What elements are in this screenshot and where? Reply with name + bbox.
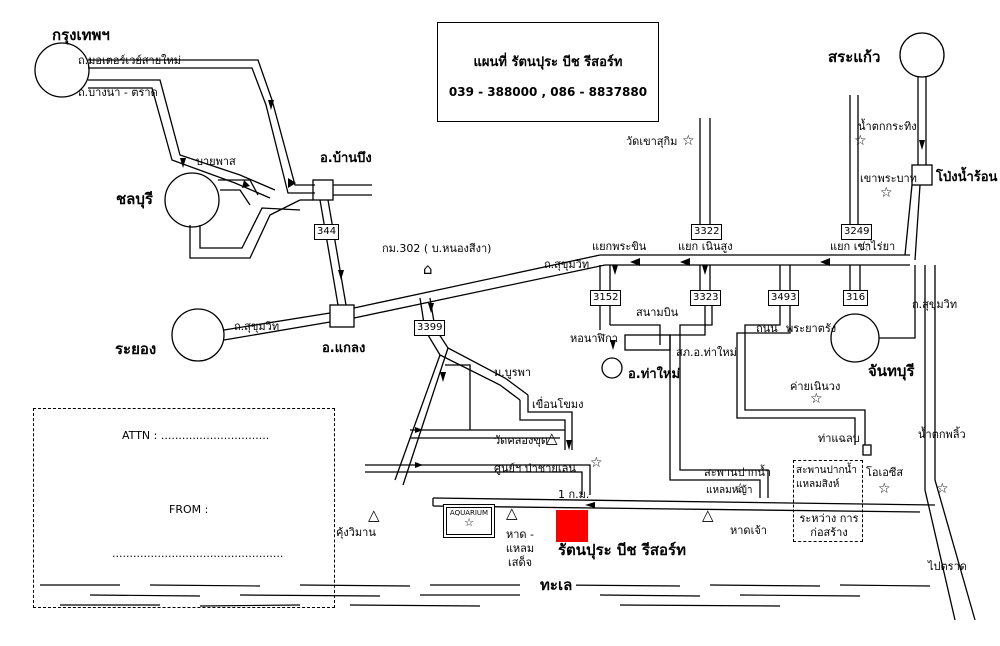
km302-temple-icon: ⌂ — [423, 260, 433, 278]
one-km-label: 1 ก.ม. — [558, 488, 590, 501]
resort-label: รัตนปุระ บีช รีสอร์ท — [558, 541, 686, 559]
oasis-label: โอเอซีส — [866, 466, 904, 479]
title-box: แผนที่ รัตนปุระ บีช รีสอร์ท 039 - 388000… — [437, 22, 659, 122]
ban-bueng-junction — [312, 179, 334, 201]
hat-chao-label: หาดเจ้า — [730, 524, 767, 537]
noen-wong-star-icon: ☆ — [810, 391, 823, 407]
khung-wiman-beach-icon: △ — [368, 506, 380, 524]
laem-sadet-beach-icon: △ — [506, 504, 518, 522]
construction-box — [793, 460, 863, 542]
bangna-label: ถ.บางนา - ตราด — [78, 86, 158, 99]
bangna-road — [88, 79, 276, 191]
pong-nam-ron-label: โป่งน้ำร้อน — [936, 170, 998, 185]
laem-ya-label: แหลมหญ้า — [706, 485, 753, 496]
bangkok-label: กรุงเทพฯ — [52, 26, 110, 44]
ho-nalika-label: หอนาฬิกา — [570, 332, 618, 345]
to-trat-label: ไปตราด — [928, 560, 967, 573]
phlio-star-icon: ☆ — [936, 481, 949, 497]
bangkok-circle — [34, 42, 90, 98]
tha-chaeloeb-label: ท่าแฉลบ — [818, 432, 860, 445]
chanthaburi-label: จันทบุรี — [868, 362, 915, 380]
chonburi-label: ชลบุรี — [116, 190, 153, 208]
route-3399: 3399 — [414, 320, 446, 336]
phraya-trang-label: พระยาตรัง — [786, 322, 837, 335]
sakaeo-label: สระแก้ว — [828, 48, 881, 66]
m-burapha-label: ม.บูรพา — [494, 366, 532, 379]
map-title: แผนที่ รัตนปุระ บีช รีสอร์ท — [473, 55, 623, 70]
rayong-label: ระยอง — [115, 340, 157, 358]
paknam-star-icon: ☆ — [734, 481, 747, 497]
route-3249: 3249 — [841, 224, 873, 240]
chonburi-circle — [164, 172, 220, 228]
aquarium-box: AQUARIUM ☆ — [443, 504, 495, 538]
thanon-label: ถนน — [756, 322, 778, 335]
khung-wiman-label: คุ้งวิมาน — [336, 526, 376, 539]
route-3493: 3493 — [768, 290, 800, 306]
resort-marker — [556, 510, 588, 542]
route-3322: 3322 — [691, 224, 723, 240]
chanthaburi-circle — [830, 313, 880, 363]
klaeng-label: อ.แกลง — [322, 341, 366, 356]
wat-khlong-khut-label: วัดคลองขุด — [494, 434, 549, 447]
khao-phrabat-label: เขาพระบาท — [860, 172, 917, 185]
route-3323: 3323 — [690, 290, 722, 306]
khao-sukim-star-icon: ☆ — [682, 133, 695, 149]
sakaeo-circle — [899, 32, 945, 78]
saphan-paknam-label: สะพานปากน้ำ — [704, 466, 772, 479]
aquarium-star-icon: ☆ — [464, 516, 474, 529]
km302-label: กม.302 ( บ.หนองสีงา) — [382, 242, 492, 255]
khao-sukim-label: วัดเขาสุกิม — [626, 135, 678, 148]
fax-form-box: ATTN : ............................... F… — [33, 408, 335, 608]
route-344: 344 — [314, 224, 340, 240]
sukhumvit-east-label: ถ.สุขุมวิท — [912, 298, 958, 311]
yaek-phra-khin-label: แยกพระขิน — [592, 240, 647, 253]
from-label: FROM : — [169, 503, 209, 516]
khuean-chong-label: เขื่อนโขมง — [532, 398, 584, 411]
under-construction-label: ระหว่าง การก่อสร้าง — [799, 512, 859, 539]
aquarium-label: AQUARIUM — [449, 509, 489, 517]
rai-ya-star-icon: ☆ — [858, 239, 871, 255]
tha-mai-label: อ.ท่าใหม่ — [628, 367, 681, 382]
krathing-star-icon: ☆ — [854, 133, 867, 149]
sea-label: ทะเล — [536, 576, 577, 594]
motorway-label: ถ.มอเตอร์เวย์สายใหม่ — [78, 54, 182, 67]
route-3152: 3152 — [590, 290, 622, 306]
namtok-krathing-label: น้ำตกกระทิง — [858, 120, 917, 133]
sukhumvit-center-label: ถ.สุขุมวิท — [544, 258, 590, 271]
saphan-laem-sing-label: สะพานปากน้ำ แหลมสิงห์ — [796, 465, 857, 490]
ban-bueng-label: อ.บ้านบึง — [320, 151, 372, 166]
from-line: ........................................… — [112, 547, 284, 560]
sanam-bin-label: สนามบิน — [636, 306, 679, 319]
tha-mai-circle — [601, 357, 623, 379]
phone-numbers: 039 - 388000 , 086 - 8837880 — [448, 85, 648, 99]
yaek-noen-sung-label: แยก เนินสูง — [678, 240, 733, 253]
khao-rai-ya-label: แยก เขาไร่ยา — [830, 240, 896, 253]
route-316: 316 — [843, 290, 869, 306]
attn-line: ATTN : ............................... — [122, 429, 270, 442]
klaeng-junction — [329, 304, 355, 328]
khai-noen-wong-label: ค่ายเนินวง — [790, 380, 841, 393]
hat-laem-sadet-label: หาด - แหลมเสด็จ — [505, 528, 535, 569]
namtok-phlio-label: น้ำตกพลิ้ว — [918, 428, 966, 441]
phrabat-star-icon: ☆ — [880, 185, 893, 201]
pasai-star-icon: ☆ — [590, 455, 603, 471]
sukhumvit-west-label: ถ.สุขุมวิท — [234, 320, 280, 333]
sunya-pasai-label: ศูนย์ฯ ป่าชายเลน — [494, 462, 576, 475]
oasis-star-icon: ☆ — [878, 481, 891, 497]
sano-tha-mai-label: สภ.อ.ท่าใหม่ — [676, 346, 737, 359]
hat-chao-beach-icon: △ — [702, 506, 714, 524]
rayong-circle — [171, 308, 225, 362]
bypass-label: บายพาส — [196, 155, 236, 168]
pong-nam-ron-junction — [911, 164, 933, 186]
khlong-khut-beach-icon: △ — [546, 429, 558, 447]
